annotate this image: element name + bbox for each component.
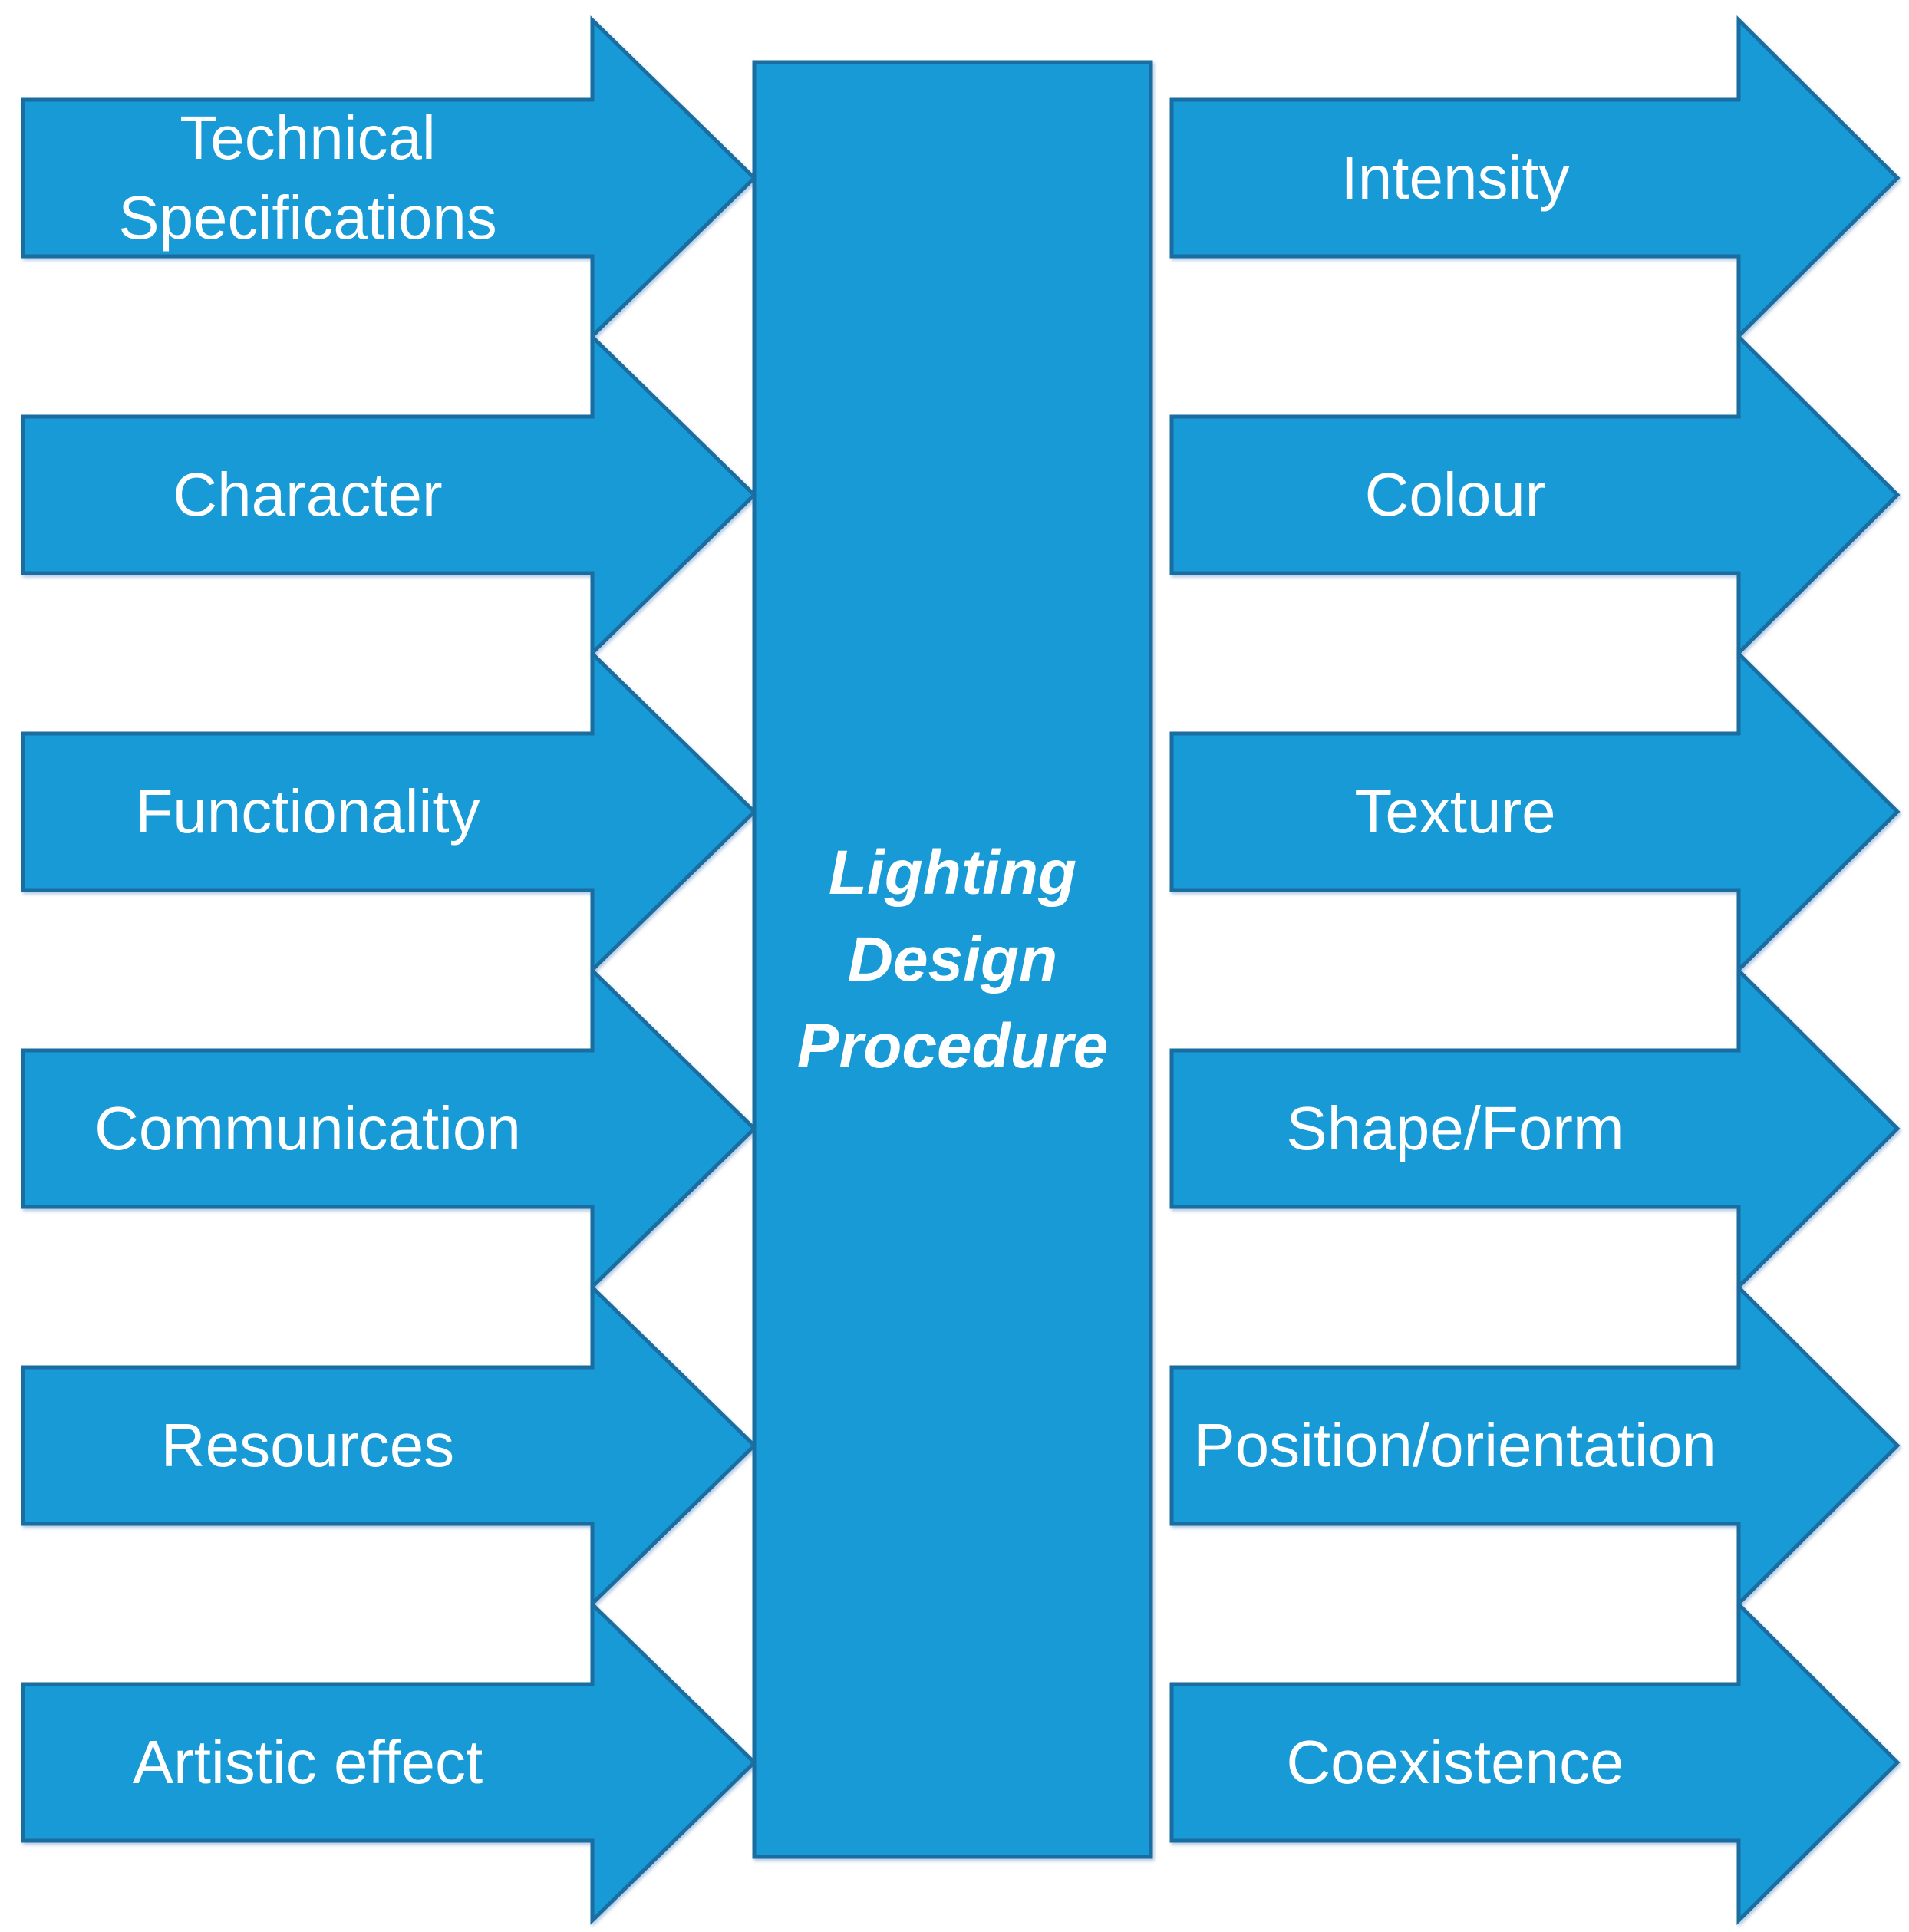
right-arrow-shape-texture [1169,648,1901,975]
right-arrow-label-position-orientation: Position/orientation [1194,1411,1716,1479]
left-arrow-shape-technical-specifications [21,15,757,341]
right-arrow-shape-colour [1169,331,1901,658]
center-box-label: Lighting Design Procedure [796,837,1109,1082]
right-arrow-shape-shape-form [1169,965,1901,1292]
right-arrow-label-intensity: Intensity [1340,143,1570,212]
left-arrow-label-resources: Resources [160,1411,455,1479]
right-arrow-label-coexistence: Coexistence [1286,1728,1624,1796]
left-arrow-shape-artistic-effect [21,1600,757,1925]
left-arrow-shape-character [21,332,757,658]
left-arrow-label-functionality: Functionality [135,777,480,846]
left-arrow-shape-resources [21,1283,757,1608]
left-arrow-label-technical-specifications: Technical Specifications [118,104,497,252]
right-arrow-shape-coexistence [1169,1599,1901,1926]
right-arrow-label-shape-form: Shape/Form [1286,1094,1624,1162]
left-arrow-label-communication: Communication [94,1094,521,1162]
right-arrow-shape-intensity [1169,15,1901,341]
center-box-shape [752,60,1153,1859]
right-arrow-shape-position-orientation [1169,1282,1901,1609]
left-arrow-shape-functionality [21,649,757,974]
left-arrow-shape-communication [21,966,757,1291]
left-arrow-label-artistic-effect: Artistic effect [132,1728,483,1796]
right-arrow-label-colour: Colour [1364,460,1546,529]
right-arrow-label-texture: Texture [1354,777,1556,846]
left-arrow-label-character: Character [173,460,443,529]
